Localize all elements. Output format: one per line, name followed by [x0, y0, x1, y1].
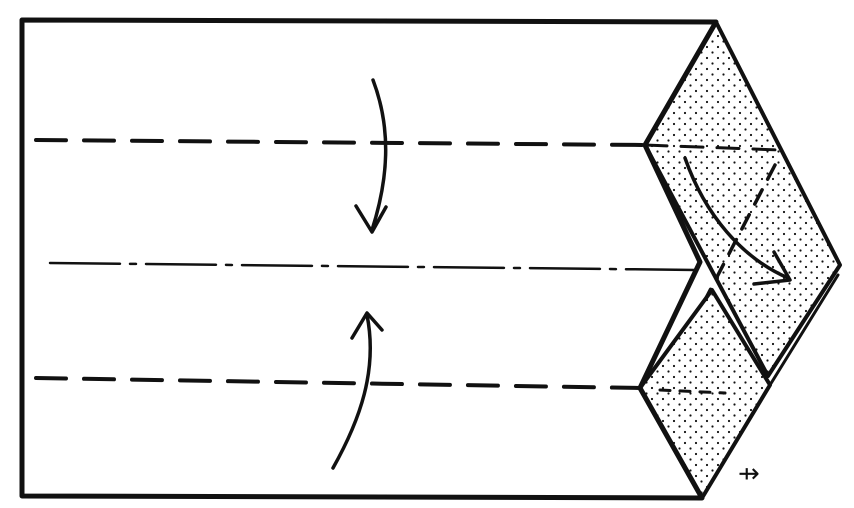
flap-fold-arrow-icon [683, 156, 792, 286]
paper-outline [19, 17, 719, 501]
bottom-valley-fold-line [34, 376, 727, 395]
bottom-flap-shaded [638, 273, 840, 500]
flap-diagonal-fold-line [703, 163, 777, 302]
fold-up-arrow-icon [331, 311, 384, 470]
fold-down-arrow-icon [354, 78, 388, 234]
corner-mark-icon: ⇸ [738, 459, 760, 489]
top-valley-fold-line [34, 138, 782, 152]
corner-mark: ⇸ [738, 459, 760, 489]
top-flap-shaded [643, 20, 842, 378]
center-reference-line [48, 261, 702, 272]
